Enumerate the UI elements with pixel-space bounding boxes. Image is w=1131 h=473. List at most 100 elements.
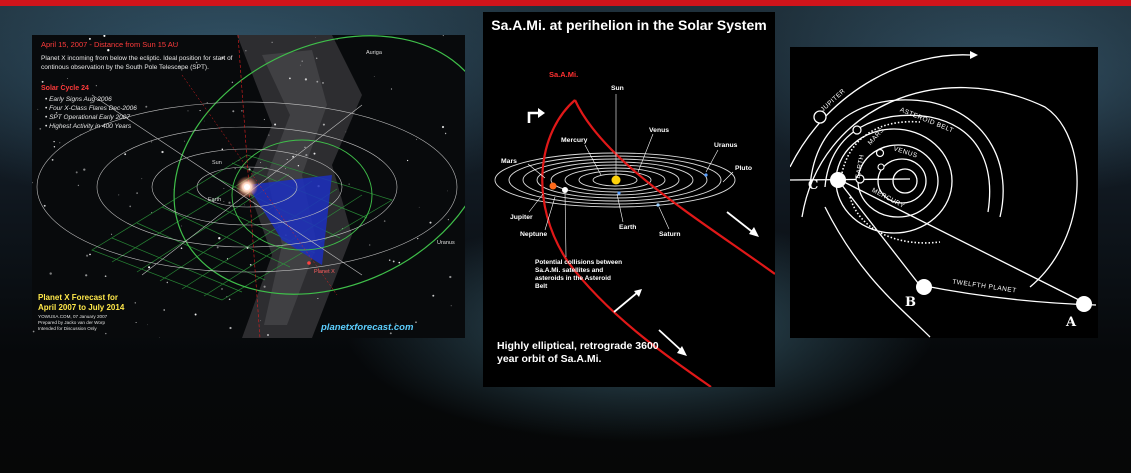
star xyxy=(304,78,308,81)
star xyxy=(432,294,435,297)
star xyxy=(441,125,445,129)
star xyxy=(141,178,143,180)
saami-label: Sa.A.Mi. xyxy=(549,70,579,79)
star xyxy=(241,110,243,112)
credit-line: Intended for Discussion Only xyxy=(38,326,97,331)
star xyxy=(180,247,183,249)
star xyxy=(111,233,113,235)
star xyxy=(398,261,401,264)
star xyxy=(417,237,419,240)
star xyxy=(322,82,324,84)
star xyxy=(450,305,452,307)
star xyxy=(390,88,393,90)
star xyxy=(260,162,262,164)
star xyxy=(107,49,110,52)
star xyxy=(444,132,447,135)
star xyxy=(65,301,66,303)
star-map-graphic xyxy=(32,35,465,338)
collisions-note: Potential collisions between Sa.A.Mi. sa… xyxy=(535,259,623,290)
star xyxy=(305,154,308,157)
star xyxy=(43,204,46,207)
earth-small-label: Earth xyxy=(208,197,222,203)
star xyxy=(263,118,266,121)
star xyxy=(301,60,303,62)
star xyxy=(187,110,189,112)
cycle-item: • Early Signs Aug-2006 xyxy=(45,96,112,103)
star xyxy=(83,168,86,171)
star xyxy=(194,313,197,316)
star xyxy=(151,211,153,213)
star xyxy=(55,112,58,114)
star xyxy=(221,56,224,60)
star xyxy=(232,110,235,113)
star xyxy=(105,332,107,335)
star xyxy=(383,220,386,222)
star xyxy=(223,201,225,202)
star xyxy=(313,152,316,155)
star xyxy=(442,35,444,37)
mercury-label: Mercury xyxy=(561,137,588,144)
star xyxy=(39,128,42,130)
saturn-label: Saturn xyxy=(659,231,681,238)
star xyxy=(429,221,432,224)
star xyxy=(129,205,132,208)
star xyxy=(53,140,55,143)
star xyxy=(271,41,273,43)
star xyxy=(75,171,78,174)
point-a-label: A xyxy=(1066,315,1077,330)
star xyxy=(104,45,106,47)
star xyxy=(216,246,219,249)
cycle-item: • Highest Activity in 400 Years xyxy=(45,123,132,130)
star xyxy=(388,259,391,261)
star xyxy=(77,184,80,187)
uranus-small-label: Uranus xyxy=(437,240,455,246)
star xyxy=(88,37,91,40)
cycle-item: • SPT Operational Early 2007 xyxy=(45,114,131,121)
diagram-title: Sa.A.Mi. at perihelion in the Solar Syst… xyxy=(491,17,767,33)
star xyxy=(317,297,319,300)
star xyxy=(373,75,375,77)
star xyxy=(228,201,231,204)
star xyxy=(51,158,54,161)
auriga-label: Auriga xyxy=(366,50,382,56)
star xyxy=(297,164,300,167)
star xyxy=(286,158,288,161)
star xyxy=(238,160,240,161)
star xyxy=(416,138,418,140)
star xyxy=(348,183,350,185)
star xyxy=(234,167,236,170)
neptune-label: Neptune xyxy=(520,231,548,238)
star xyxy=(263,285,266,288)
point-b-label: B xyxy=(905,295,916,310)
star xyxy=(369,244,371,246)
star xyxy=(161,150,164,154)
star xyxy=(229,326,232,330)
star xyxy=(315,57,318,59)
star xyxy=(345,131,347,133)
star xyxy=(449,275,452,279)
star-map-panel: April 15, 2007 - Distance from Sun 15 AU… xyxy=(32,35,465,338)
website-label: planetxforecast.com xyxy=(321,322,414,333)
credit-line: YOWUSA.COM, 07 January 2007 xyxy=(38,314,108,319)
star xyxy=(223,188,225,189)
star xyxy=(183,140,185,142)
star xyxy=(295,151,297,152)
star xyxy=(136,192,138,194)
sun-label: Sun xyxy=(611,85,624,92)
star xyxy=(181,225,182,227)
mars-label: Mars xyxy=(501,158,517,165)
star xyxy=(304,146,306,148)
star xyxy=(49,272,52,275)
star xyxy=(395,323,397,325)
star xyxy=(415,321,417,323)
star xyxy=(228,298,231,301)
star xyxy=(41,80,44,83)
star xyxy=(85,274,88,277)
credit-line: Prepared by Jacko van der Worp xyxy=(38,320,106,325)
star xyxy=(178,65,181,68)
star xyxy=(260,320,262,322)
star xyxy=(221,148,224,151)
star xyxy=(135,321,137,324)
distance-date-line: April 15, 2007 - Distance from Sun 15 AU xyxy=(41,40,179,49)
star xyxy=(62,83,63,85)
